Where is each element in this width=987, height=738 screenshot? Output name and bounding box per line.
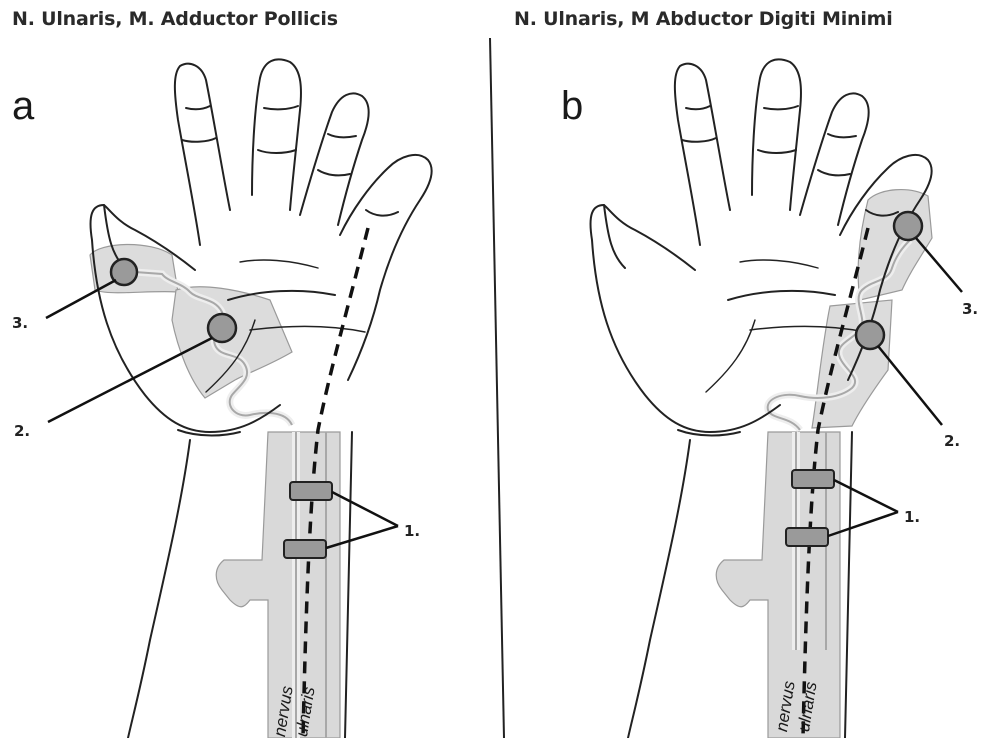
panel-a-label-2: 2. <box>14 422 30 440</box>
panel-b-label-2: 2. <box>944 432 960 450</box>
panel-b-label-1: 1. <box>904 508 920 526</box>
recording-electrode-finger <box>894 212 922 240</box>
pointer-3 <box>916 238 962 292</box>
stim-electrode-distal <box>284 540 326 558</box>
pointer-1a <box>332 492 398 526</box>
panel-a-title: N. Ulnaris, M. Adductor Pollicis <box>12 8 338 30</box>
panel-b-label-3: 3. <box>962 300 978 318</box>
panel-a-diagram <box>46 59 432 738</box>
stim-electrode-distal <box>786 528 828 546</box>
panel-b-title: N. Ulnaris, M Abductor Digiti Minimi <box>514 8 893 30</box>
panel-a-label-3: 3. <box>12 314 28 332</box>
recording-electrode-hypothenar <box>856 321 884 349</box>
stim-electrode-proximal <box>792 470 834 488</box>
pointer-1a <box>834 480 898 512</box>
pointer-3 <box>46 280 116 318</box>
panel-b-letter: b <box>561 84 583 129</box>
panel-divider <box>490 38 504 738</box>
stim-electrode-proximal <box>290 482 332 500</box>
panel-b-diagram <box>591 59 963 738</box>
thenar-pad <box>172 287 292 398</box>
pointer-2 <box>878 346 942 425</box>
pointer-2 <box>48 338 212 422</box>
panel-a-letter: a <box>12 84 34 129</box>
recording-electrode-thenar <box>208 314 236 342</box>
panel-a-label-1: 1. <box>404 522 420 540</box>
